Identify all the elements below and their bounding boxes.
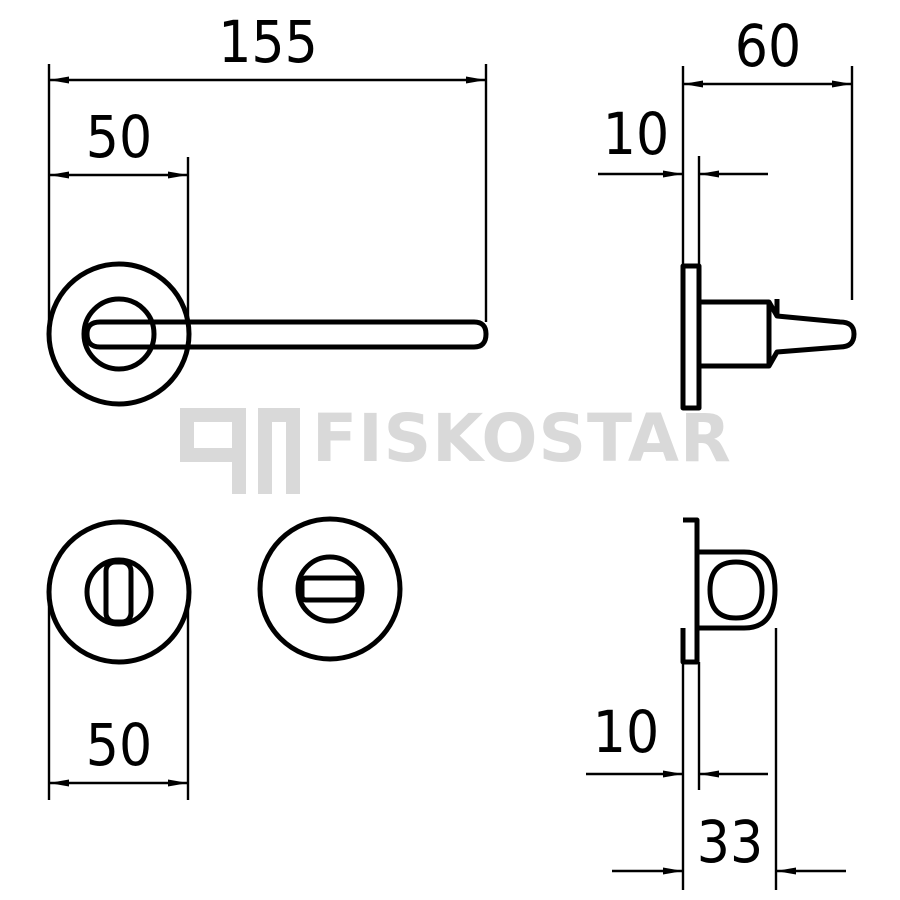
dim-label-10-bottom: 10 <box>593 698 659 766</box>
lever-handle-side-view <box>680 263 857 411</box>
thumb-turn-side-view <box>680 517 778 665</box>
dim-turn-projection: 33 <box>612 628 846 890</box>
dim-label-33: 33 <box>697 808 763 876</box>
dim-turn-plate: 10 <box>586 662 768 890</box>
release-slot <box>299 575 361 603</box>
dim-turn-rose-diameter: 50 <box>47 596 190 800</box>
lever-bar <box>84 319 489 350</box>
turn-side-knob-face <box>707 559 765 621</box>
handle-rose-outer <box>46 261 192 407</box>
handle-rose-inner <box>81 296 157 372</box>
thumb-turn-rose <box>46 519 192 665</box>
side-lever-body <box>699 299 857 369</box>
dim-label-50-top: 50 <box>86 103 152 171</box>
turn-rose-outer <box>46 519 192 665</box>
release-rose-inner <box>295 554 365 624</box>
dim-side-projection: 60 <box>681 12 854 300</box>
dim-rose-to-lever: 50 <box>49 103 190 320</box>
release-rose-outer <box>257 516 403 662</box>
fiskostar-logo-icon <box>180 408 300 494</box>
fiskostar-watermark: FISKOSTAR <box>180 400 732 494</box>
side-rose-plate <box>680 263 702 411</box>
dim-label-10-top: 10 <box>603 100 669 168</box>
dim-handle-length: 155 <box>47 8 488 322</box>
turn-side-plate <box>680 517 700 665</box>
turn-rose-inner <box>84 557 154 627</box>
turn-side-knob <box>699 549 778 631</box>
thumb-turn-knob <box>103 559 134 625</box>
watermark-brand: FISKOSTAR <box>312 400 732 477</box>
dim-label-155: 155 <box>218 8 318 76</box>
emergency-release-rose <box>257 516 403 662</box>
lever-handle-front-view <box>46 261 489 407</box>
dim-label-50-bottom: 50 <box>86 711 152 779</box>
dim-label-60: 60 <box>735 12 801 80</box>
dim-side-plate: 10 <box>598 100 768 266</box>
